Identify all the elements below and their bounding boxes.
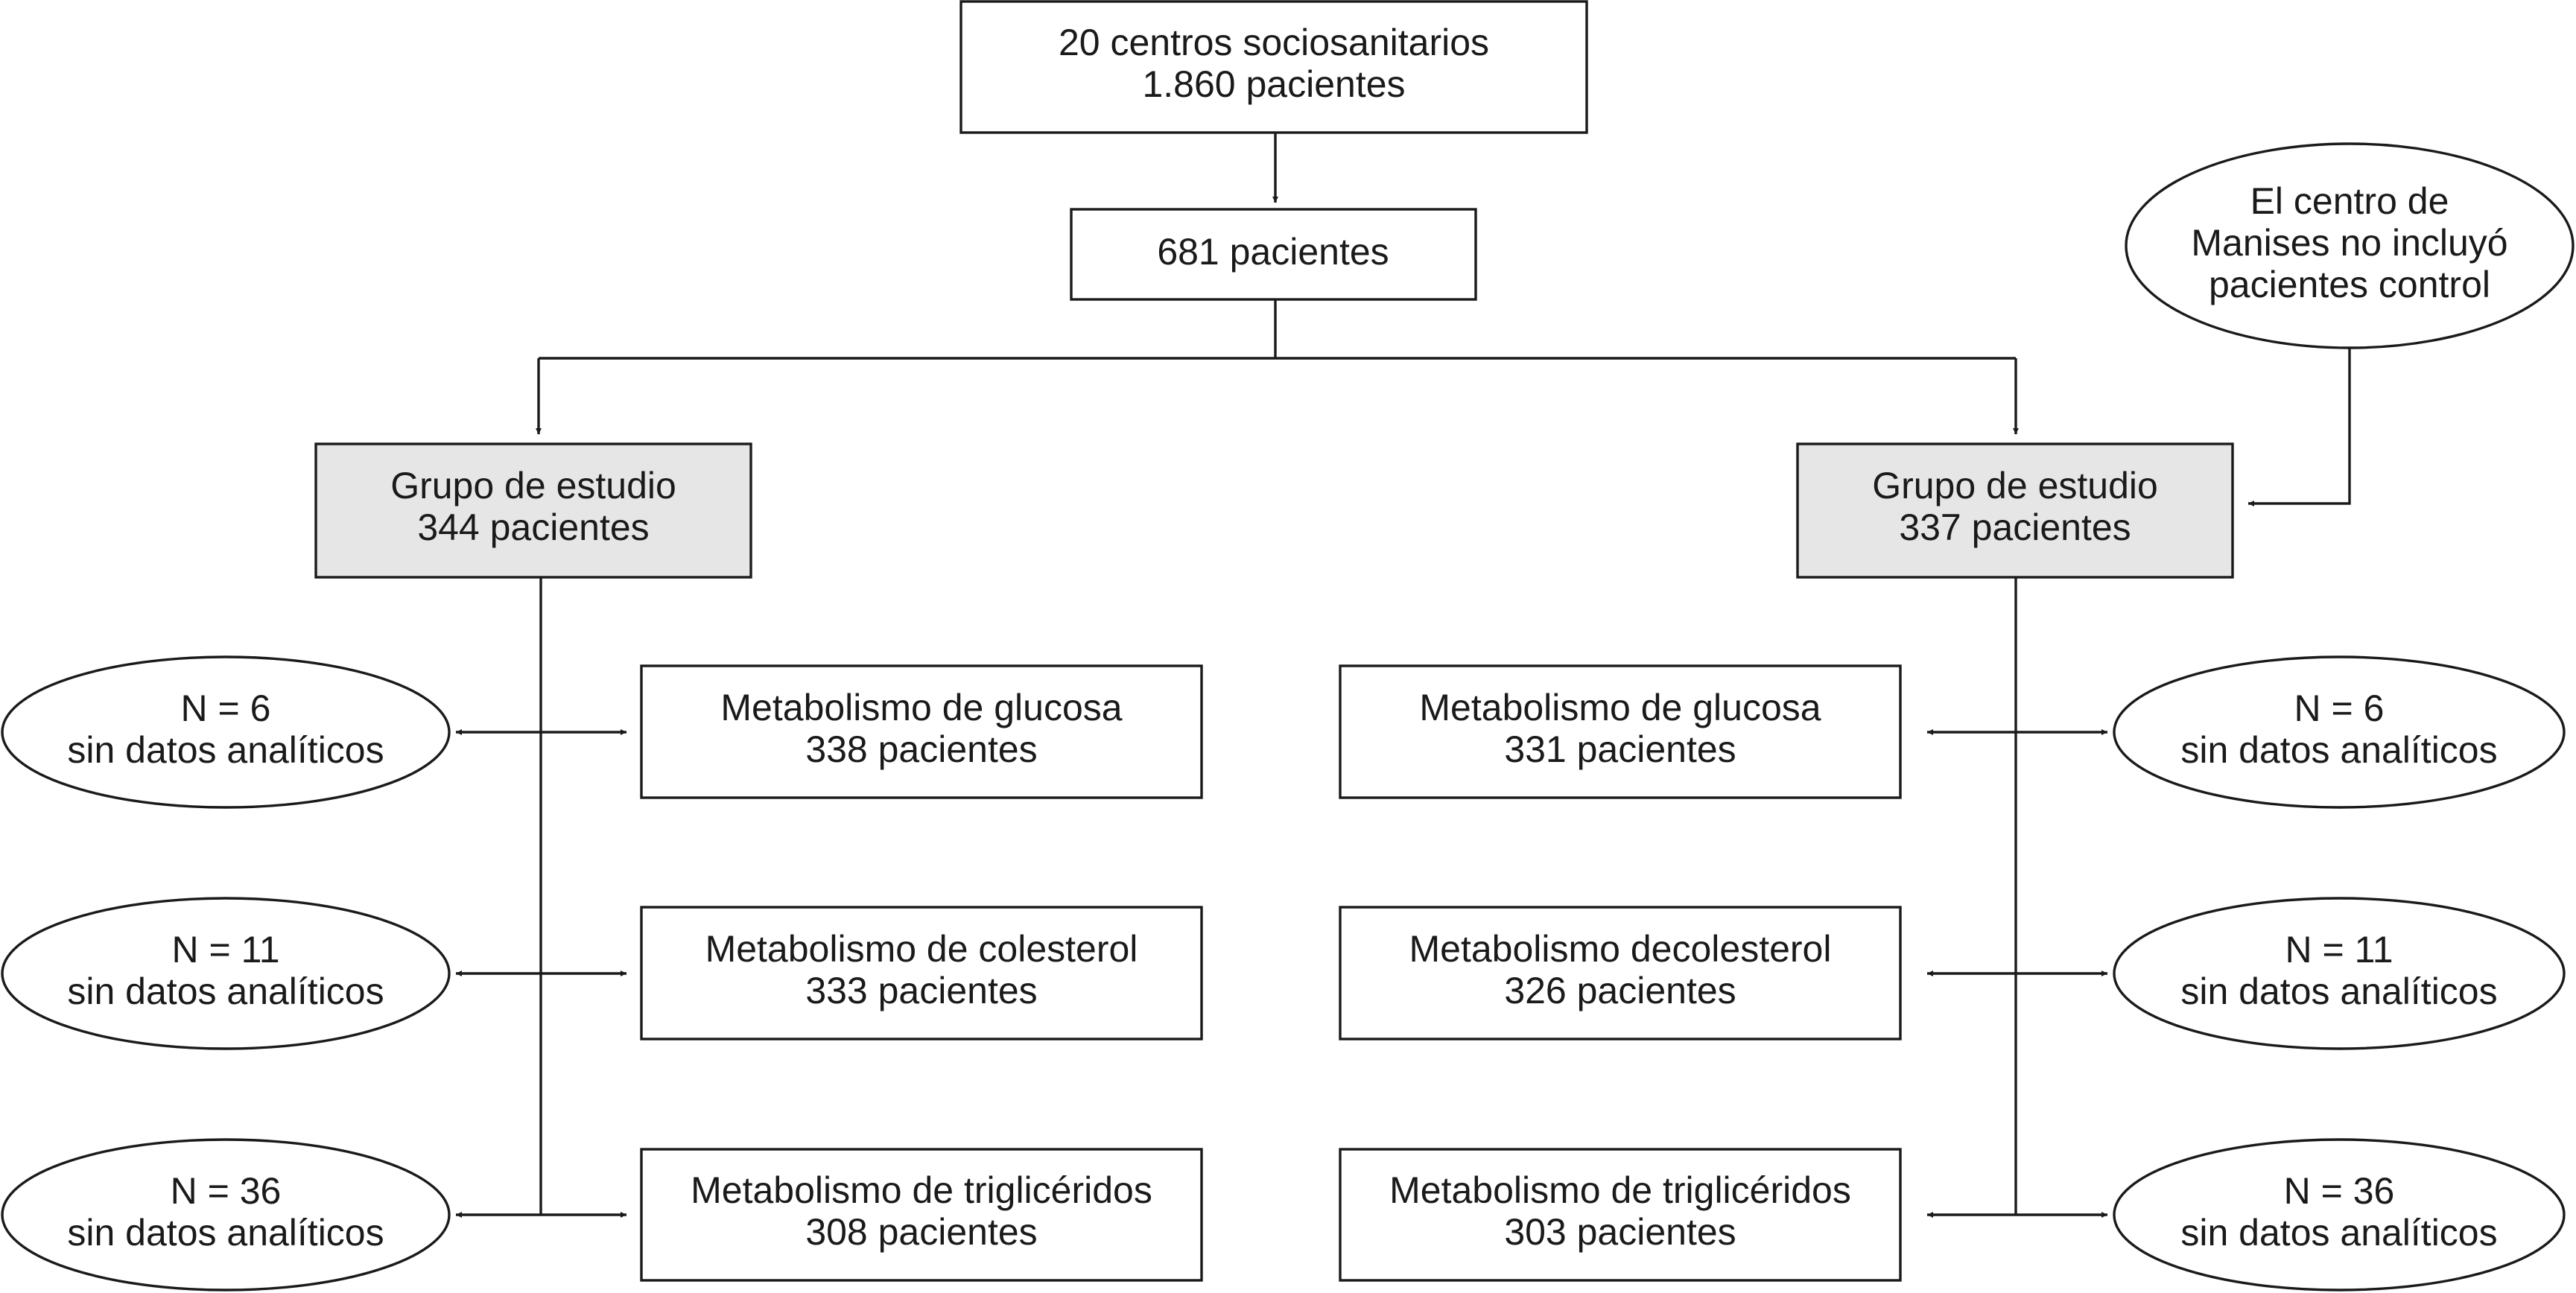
box-right-glucose-line1: Metabolismo de glucosa bbox=[1419, 687, 1821, 728]
box-right-cholesterol-line2: 326 pacientes bbox=[1504, 970, 1736, 1011]
box-left-cholesterol-line2: 333 pacientes bbox=[805, 970, 1037, 1011]
box-centers: 20 centros sociosanitarios 1.860 pacient… bbox=[959, 0, 1588, 134]
connectors bbox=[456, 133, 2351, 1218]
oval-control-note-line2: Manises no incluyó bbox=[2191, 222, 2507, 264]
box-left-cholesterol: Metabolismo de colesterol 333 pacientes bbox=[640, 906, 1203, 1041]
oval-right-missing-glucose: N = 6 sin datos analíticos bbox=[2113, 655, 2566, 809]
box-right-glucose: Metabolismo de glucosa 331 pacientes bbox=[1339, 664, 1902, 799]
box-right-triglycerides-line2: 303 pacientes bbox=[1504, 1211, 1736, 1253]
oval-left-missing-cholesterol-line2: sin datos analíticos bbox=[67, 970, 384, 1012]
oval-left-missing-glucose-line1: N = 6 bbox=[181, 687, 271, 729]
box-group-right-line1: Grupo de estudio bbox=[1872, 465, 2158, 506]
oval-left-missing-triglycerides: N = 36 sin datos analíticos bbox=[1, 1138, 451, 1292]
oval-right-missing-triglycerides-line1: N = 36 bbox=[2284, 1170, 2395, 1212]
box-group-right-line2: 337 pacientes bbox=[1899, 506, 2131, 548]
oval-right-missing-cholesterol: N = 11 sin datos analíticos bbox=[2113, 897, 2566, 1050]
oval-left-missing-glucose-line2: sin datos analíticos bbox=[67, 729, 384, 771]
oval-left-missing-triglycerides-line2: sin datos analíticos bbox=[67, 1212, 384, 1254]
oval-left-missing-cholesterol-line1: N = 11 bbox=[172, 929, 280, 970]
oval-left-missing-triglycerides-line1: N = 36 bbox=[171, 1170, 282, 1212]
oval-control-note: El centro de Manises no incluyó paciente… bbox=[2125, 142, 2575, 349]
box-total-patients-line1: 681 pacientes bbox=[1157, 231, 1389, 273]
oval-right-missing-triglycerides: N = 36 sin datos analíticos bbox=[2113, 1138, 2566, 1292]
oval-left-missing-glucose: N = 6 sin datos analíticos bbox=[1, 655, 451, 809]
box-left-glucose-line2: 338 pacientes bbox=[805, 728, 1037, 770]
oval-right-missing-triglycerides-line2: sin datos analíticos bbox=[2180, 1212, 2497, 1254]
box-left-triglycerides-line1: Metabolismo de triglicéridos bbox=[691, 1169, 1152, 1211]
box-right-cholesterol: Metabolismo decolesterol 326 pacientes bbox=[1339, 906, 1902, 1041]
box-total-patients: 681 pacientes bbox=[1070, 208, 1477, 301]
box-left-triglycerides: Metabolismo de triglicéridos 308 pacient… bbox=[640, 1148, 1203, 1282]
box-left-triglycerides-line2: 308 pacientes bbox=[805, 1211, 1037, 1253]
oval-right-missing-glucose-line2: sin datos analíticos bbox=[2180, 729, 2497, 771]
oval-control-note-line1: El centro de bbox=[2250, 180, 2449, 222]
oval-control-note-line3: pacientes control bbox=[2209, 264, 2490, 305]
oval-right-missing-cholesterol-line1: N = 11 bbox=[2285, 929, 2393, 970]
box-left-glucose: Metabolismo de glucosa 338 pacientes bbox=[640, 664, 1203, 799]
box-centers-line2: 1.860 pacientes bbox=[1142, 63, 1405, 105]
box-right-triglycerides-line1: Metabolismo de triglicéridos bbox=[1389, 1169, 1851, 1211]
oval-right-missing-cholesterol-line2: sin datos analíticos bbox=[2180, 970, 2497, 1012]
box-centers-line1: 20 centros sociosanitarios bbox=[1059, 22, 1489, 63]
arrow-note-to-group-right bbox=[2248, 349, 2351, 506]
oval-right-missing-glucose-line1: N = 6 bbox=[2294, 687, 2385, 729]
box-right-triglycerides: Metabolismo de triglicéridos 303 pacient… bbox=[1339, 1148, 1902, 1282]
box-left-cholesterol-line1: Metabolismo de colesterol bbox=[705, 928, 1138, 970]
box-group-left: Grupo de estudio 344 pacientes bbox=[314, 442, 752, 579]
oval-left-missing-cholesterol: N = 11 sin datos analíticos bbox=[1, 897, 451, 1050]
box-left-glucose-line1: Metabolismo de glucosa bbox=[720, 687, 1122, 728]
box-right-cholesterol-line1: Metabolismo decolesterol bbox=[1409, 928, 1832, 970]
box-group-left-line1: Grupo de estudio bbox=[390, 465, 676, 506]
box-group-right: Grupo de estudio 337 pacientes bbox=[1796, 442, 2234, 579]
box-right-glucose-line2: 331 pacientes bbox=[1504, 728, 1736, 770]
box-group-left-line2: 344 pacientes bbox=[417, 506, 649, 548]
